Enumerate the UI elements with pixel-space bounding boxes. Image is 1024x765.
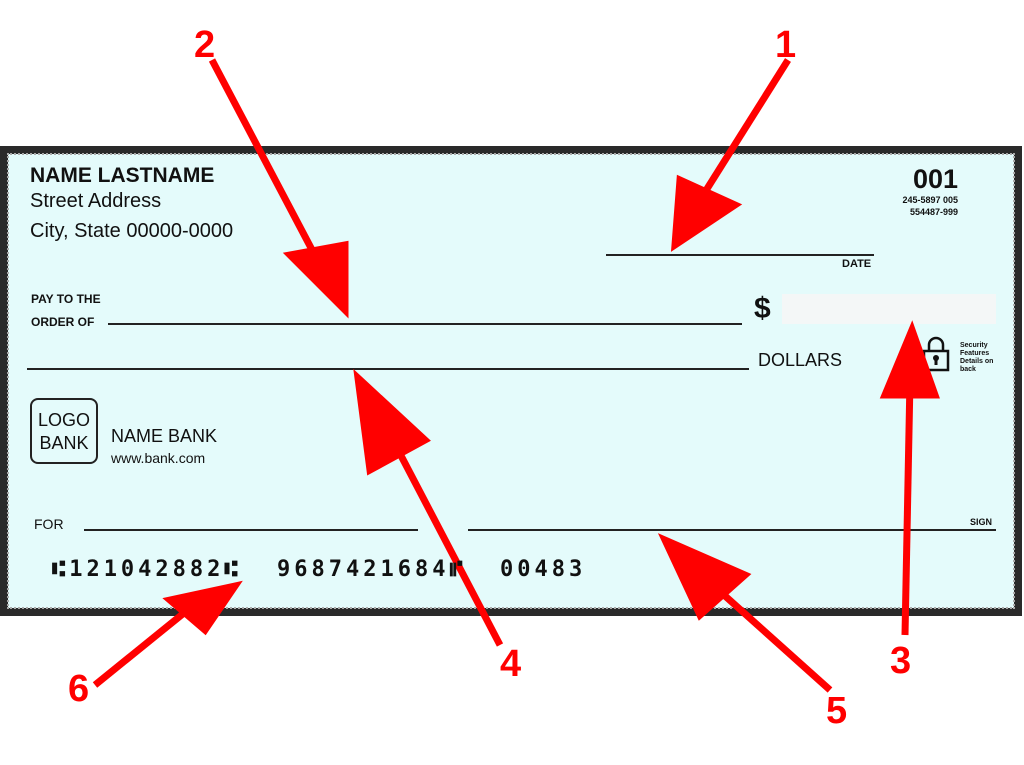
dollars-label: DOLLARS <box>758 350 843 370</box>
annotation-label-5: 5 <box>826 690 848 732</box>
security-features-note: Security Features Details on back <box>960 342 994 373</box>
fractional-code: 245-5897 005 <box>902 195 958 205</box>
bank-name: NAME BANK <box>111 426 218 446</box>
city-state: City, State 00000-0000 <box>30 220 234 242</box>
micr-account-number: 9687421684⑈ <box>277 557 467 582</box>
arrow-1-head <box>670 174 743 252</box>
annotation-label-6: 6 <box>68 668 90 710</box>
street-address: Street Address <box>30 190 162 212</box>
date-line[interactable] <box>606 254 874 256</box>
amount-words-line[interactable] <box>27 368 749 370</box>
dollar-sign: $ <box>754 292 771 325</box>
amount-box[interactable] <box>782 294 996 324</box>
bank-url: www.bank.com <box>111 450 206 466</box>
arrow-1 <box>697 58 791 202</box>
arrow-2-head <box>282 240 349 319</box>
signature-line[interactable] <box>468 529 996 531</box>
logo-line-2: BANK <box>39 433 89 453</box>
payee-line[interactable] <box>108 323 742 325</box>
arrow-5-head <box>657 533 752 621</box>
arrow-6-head <box>162 580 243 636</box>
micr-check-number: 00483 <box>500 557 587 582</box>
check-number: 001 <box>912 164 958 194</box>
pay-to-label: PAY TO THE <box>31 292 101 306</box>
annotation-label-4: 4 <box>500 643 522 685</box>
annotation-label-2: 2 <box>194 24 216 66</box>
order-of-label: ORDER OF <box>31 315 95 329</box>
fractional-code-2: 554487-999 <box>909 207 958 217</box>
memo-label: FOR <box>34 516 64 532</box>
annotation-label-1: 1 <box>775 24 797 66</box>
memo-line[interactable] <box>84 529 418 531</box>
check <box>0 146 1022 616</box>
bank-logo: LOGO BANK <box>30 398 98 464</box>
arrow-4 <box>381 423 504 647</box>
logo-line-1: LOGO <box>37 410 90 430</box>
sign-label: SIGN <box>970 517 993 527</box>
arrow-3-head <box>879 320 940 399</box>
arrow-4-head <box>353 368 431 476</box>
account-holder-name: NAME LASTNAME <box>30 164 215 187</box>
micr-routing-number: ⑆121042882⑆ <box>52 557 242 582</box>
arrow-2 <box>208 58 324 267</box>
date-label: DATE <box>842 258 872 270</box>
arrow-3 <box>901 379 914 636</box>
check-face <box>7 153 1015 609</box>
annotation-label-3: 3 <box>890 640 912 682</box>
